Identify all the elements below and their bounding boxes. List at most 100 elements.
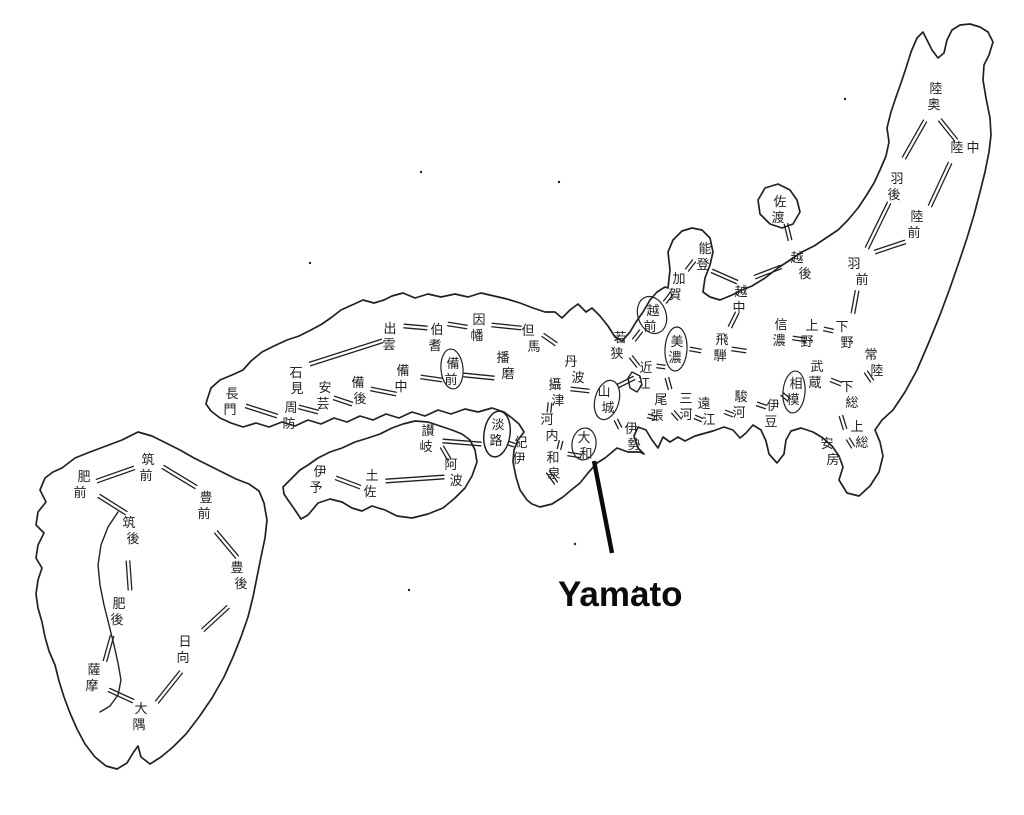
province-connector-line	[102, 634, 111, 662]
province-connector-line	[695, 414, 704, 419]
province-connector-line	[930, 163, 953, 208]
province-label-buzen: 豊	[199, 490, 212, 505]
province-label-hida: 飛	[715, 332, 728, 347]
province-label-yamashiro: 城	[601, 400, 614, 415]
province-connector-line	[333, 395, 354, 403]
province-connector-line	[730, 313, 740, 329]
province-circle-yamashiro	[593, 379, 621, 421]
province-label-tanba: 波	[571, 370, 584, 385]
province-connector-line	[420, 378, 443, 383]
province-label-tosa: 佐	[363, 484, 376, 499]
province-connector-line	[570, 390, 590, 394]
province-label-awa: 波	[449, 473, 462, 488]
province-label-buzen: 前	[197, 506, 210, 521]
province-connector-line	[548, 470, 559, 483]
province-connector-line	[662, 291, 672, 302]
province-label-ugo: 羽	[890, 171, 903, 186]
province-label-sanuki: 岐	[419, 439, 432, 454]
province-connector-line	[755, 405, 767, 410]
province-connector-line	[863, 372, 872, 383]
province-connector-line	[792, 335, 807, 339]
province-label-ugo: 後	[887, 187, 900, 202]
province-connector-line	[727, 311, 737, 327]
province-connector-line	[385, 478, 445, 484]
province-connector-line	[646, 417, 657, 421]
province-label-mino: 濃	[668, 350, 681, 365]
province-label-kozuke: 上	[805, 318, 818, 333]
province-connector-line	[904, 121, 928, 160]
province-connector-line	[216, 530, 240, 557]
province-label-hida: 騨	[713, 348, 726, 363]
kyushu-coastline	[35, 431, 268, 770]
province-label-wakasa: 狭	[610, 346, 623, 361]
province-connector-line	[309, 342, 384, 367]
province-connector-line	[154, 670, 181, 702]
province-label-omi: 江	[637, 376, 650, 391]
scan-speck	[419, 170, 423, 174]
province-connector-line	[873, 239, 906, 251]
province-label-hyuga: 日	[178, 634, 191, 649]
province-connector-line	[201, 605, 228, 630]
province-connector-line	[787, 222, 793, 241]
province-connector-line	[822, 330, 834, 334]
province-circle-echizen	[636, 295, 668, 335]
province-label-kazusa: 総	[855, 435, 868, 450]
province-connector-line	[507, 440, 516, 444]
province-connector-line	[543, 332, 558, 344]
province-connector-line	[297, 408, 319, 415]
province-connector-line	[927, 161, 950, 206]
province-connector-line	[673, 410, 682, 419]
province-connector-line	[864, 201, 889, 248]
province-label-shinano: 信	[774, 317, 787, 332]
province-label-suo: 防	[282, 416, 295, 431]
province-connector-line	[710, 271, 737, 285]
province-label-shimosa: 下	[840, 379, 853, 394]
province-label-chikuzen: 前	[139, 468, 152, 483]
province-connector-line	[756, 401, 768, 406]
province-connector-line	[618, 378, 636, 389]
province-connector-line	[656, 363, 666, 366]
province-connector-line	[616, 375, 634, 386]
province-label-tajima: 馬	[527, 339, 540, 354]
province-label-izumi: 泉	[547, 466, 560, 481]
province-label-yamato: 和	[579, 446, 592, 461]
province-connector-line	[854, 290, 860, 314]
province-connector-line	[506, 444, 515, 448]
province-connector-line	[829, 381, 841, 387]
province-connector-line	[731, 346, 747, 350]
province-label-tanba: 丹	[564, 354, 577, 369]
scan-speck	[843, 97, 847, 101]
province-label-izu: 豆	[764, 414, 777, 429]
scan-speck	[635, 585, 639, 589]
province-label-echizen: 越	[646, 303, 659, 318]
province-label-harima: 磨	[501, 366, 514, 381]
province-connector-line	[163, 464, 198, 487]
yamato-annotation-label: Yamato	[558, 575, 683, 614]
province-connector-line	[447, 325, 468, 330]
province-label-harima: 播	[496, 350, 509, 365]
province-label-settsu: 津	[551, 393, 564, 408]
province-connector-line	[442, 442, 482, 447]
province-connector-line	[754, 268, 783, 280]
province-label-sagami: 相	[789, 376, 802, 391]
province-label-sanuki: 讃	[421, 423, 434, 438]
scan-speck	[573, 542, 577, 546]
province-connector-line	[107, 690, 133, 704]
province-label-bungo: 後	[234, 576, 247, 591]
province-connector-line	[442, 445, 452, 459]
province-connector-line	[838, 415, 844, 431]
province-connector-line	[298, 404, 320, 411]
province-connector-line	[780, 394, 788, 402]
province-connector-line	[442, 438, 482, 443]
province-label-chikugo: 筑	[122, 515, 135, 530]
province-label-wakasa: 若	[613, 330, 626, 345]
province-label-inaba: 因	[472, 312, 485, 327]
province-label-bingo: 備	[351, 375, 364, 390]
awaji-island-coastline	[482, 410, 512, 458]
province-connector-line	[628, 357, 638, 368]
province-connector-line	[687, 261, 697, 272]
province-label-yamato: 大	[577, 430, 590, 445]
province-connector-line	[439, 447, 449, 461]
province-connector-line	[901, 119, 925, 158]
